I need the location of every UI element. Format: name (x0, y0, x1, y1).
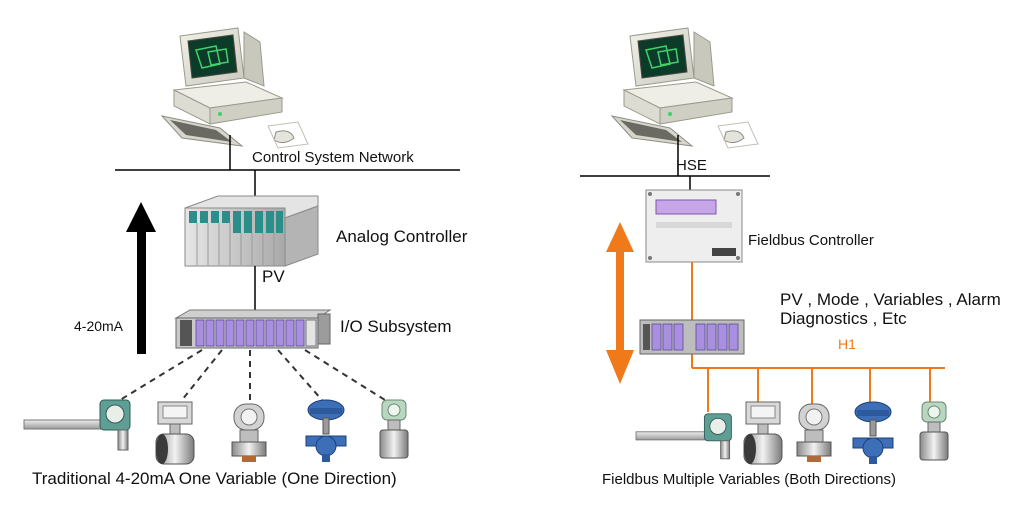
fieldbus-transmitter-icon (635, 413, 732, 460)
fieldbus-controller-icon (645, 189, 743, 263)
both-directions-arrow (606, 222, 634, 384)
pressure-transmitter-icon (231, 403, 267, 463)
control-system-network-label: Control System Network (252, 149, 414, 166)
left-caption: Traditional 4-20mA One Variable (One Dir… (32, 469, 397, 488)
right-workstation-icon (611, 27, 759, 149)
hse-label: HSE (676, 157, 707, 174)
left-workstation-icon (161, 27, 309, 149)
variables-line-1: PV , Mode , Variables , Alarm (780, 290, 1001, 309)
flowmeter-icon (155, 401, 195, 465)
h1-bus-lines (692, 367, 945, 412)
fieldbus-controller-label: Fieldbus Controller (748, 232, 874, 249)
analog-controller-label: Analog Controller (336, 227, 468, 246)
variables-line-2: Diagnostics , Etc (780, 309, 907, 328)
fieldbus-control-valve-icon (852, 401, 894, 465)
analog-controller-icon (184, 195, 319, 267)
transmitter-icon (23, 399, 131, 451)
fieldbus-flowmeter-icon (743, 401, 783, 465)
fieldbus-level-transmitter-icon (919, 401, 949, 461)
level-transmitter-icon (379, 399, 409, 459)
right-caption: Fieldbus Multiple Variables (Both Direct… (602, 471, 897, 488)
pv-label: PV (262, 267, 285, 286)
io-subsystem-label: I/O Subsystem (340, 317, 452, 336)
control-valve-icon (305, 399, 347, 463)
fieldbus-pressure-transmitter-icon (796, 403, 832, 463)
h1-label: H1 (838, 336, 856, 352)
io-rack-icon (174, 309, 332, 349)
signal-4-20ma-label: 4-20mA (74, 318, 124, 334)
fieldbus-io-rack-icon (639, 319, 745, 355)
analog-wiring-lines (119, 349, 386, 401)
one-direction-arrow (126, 202, 156, 354)
